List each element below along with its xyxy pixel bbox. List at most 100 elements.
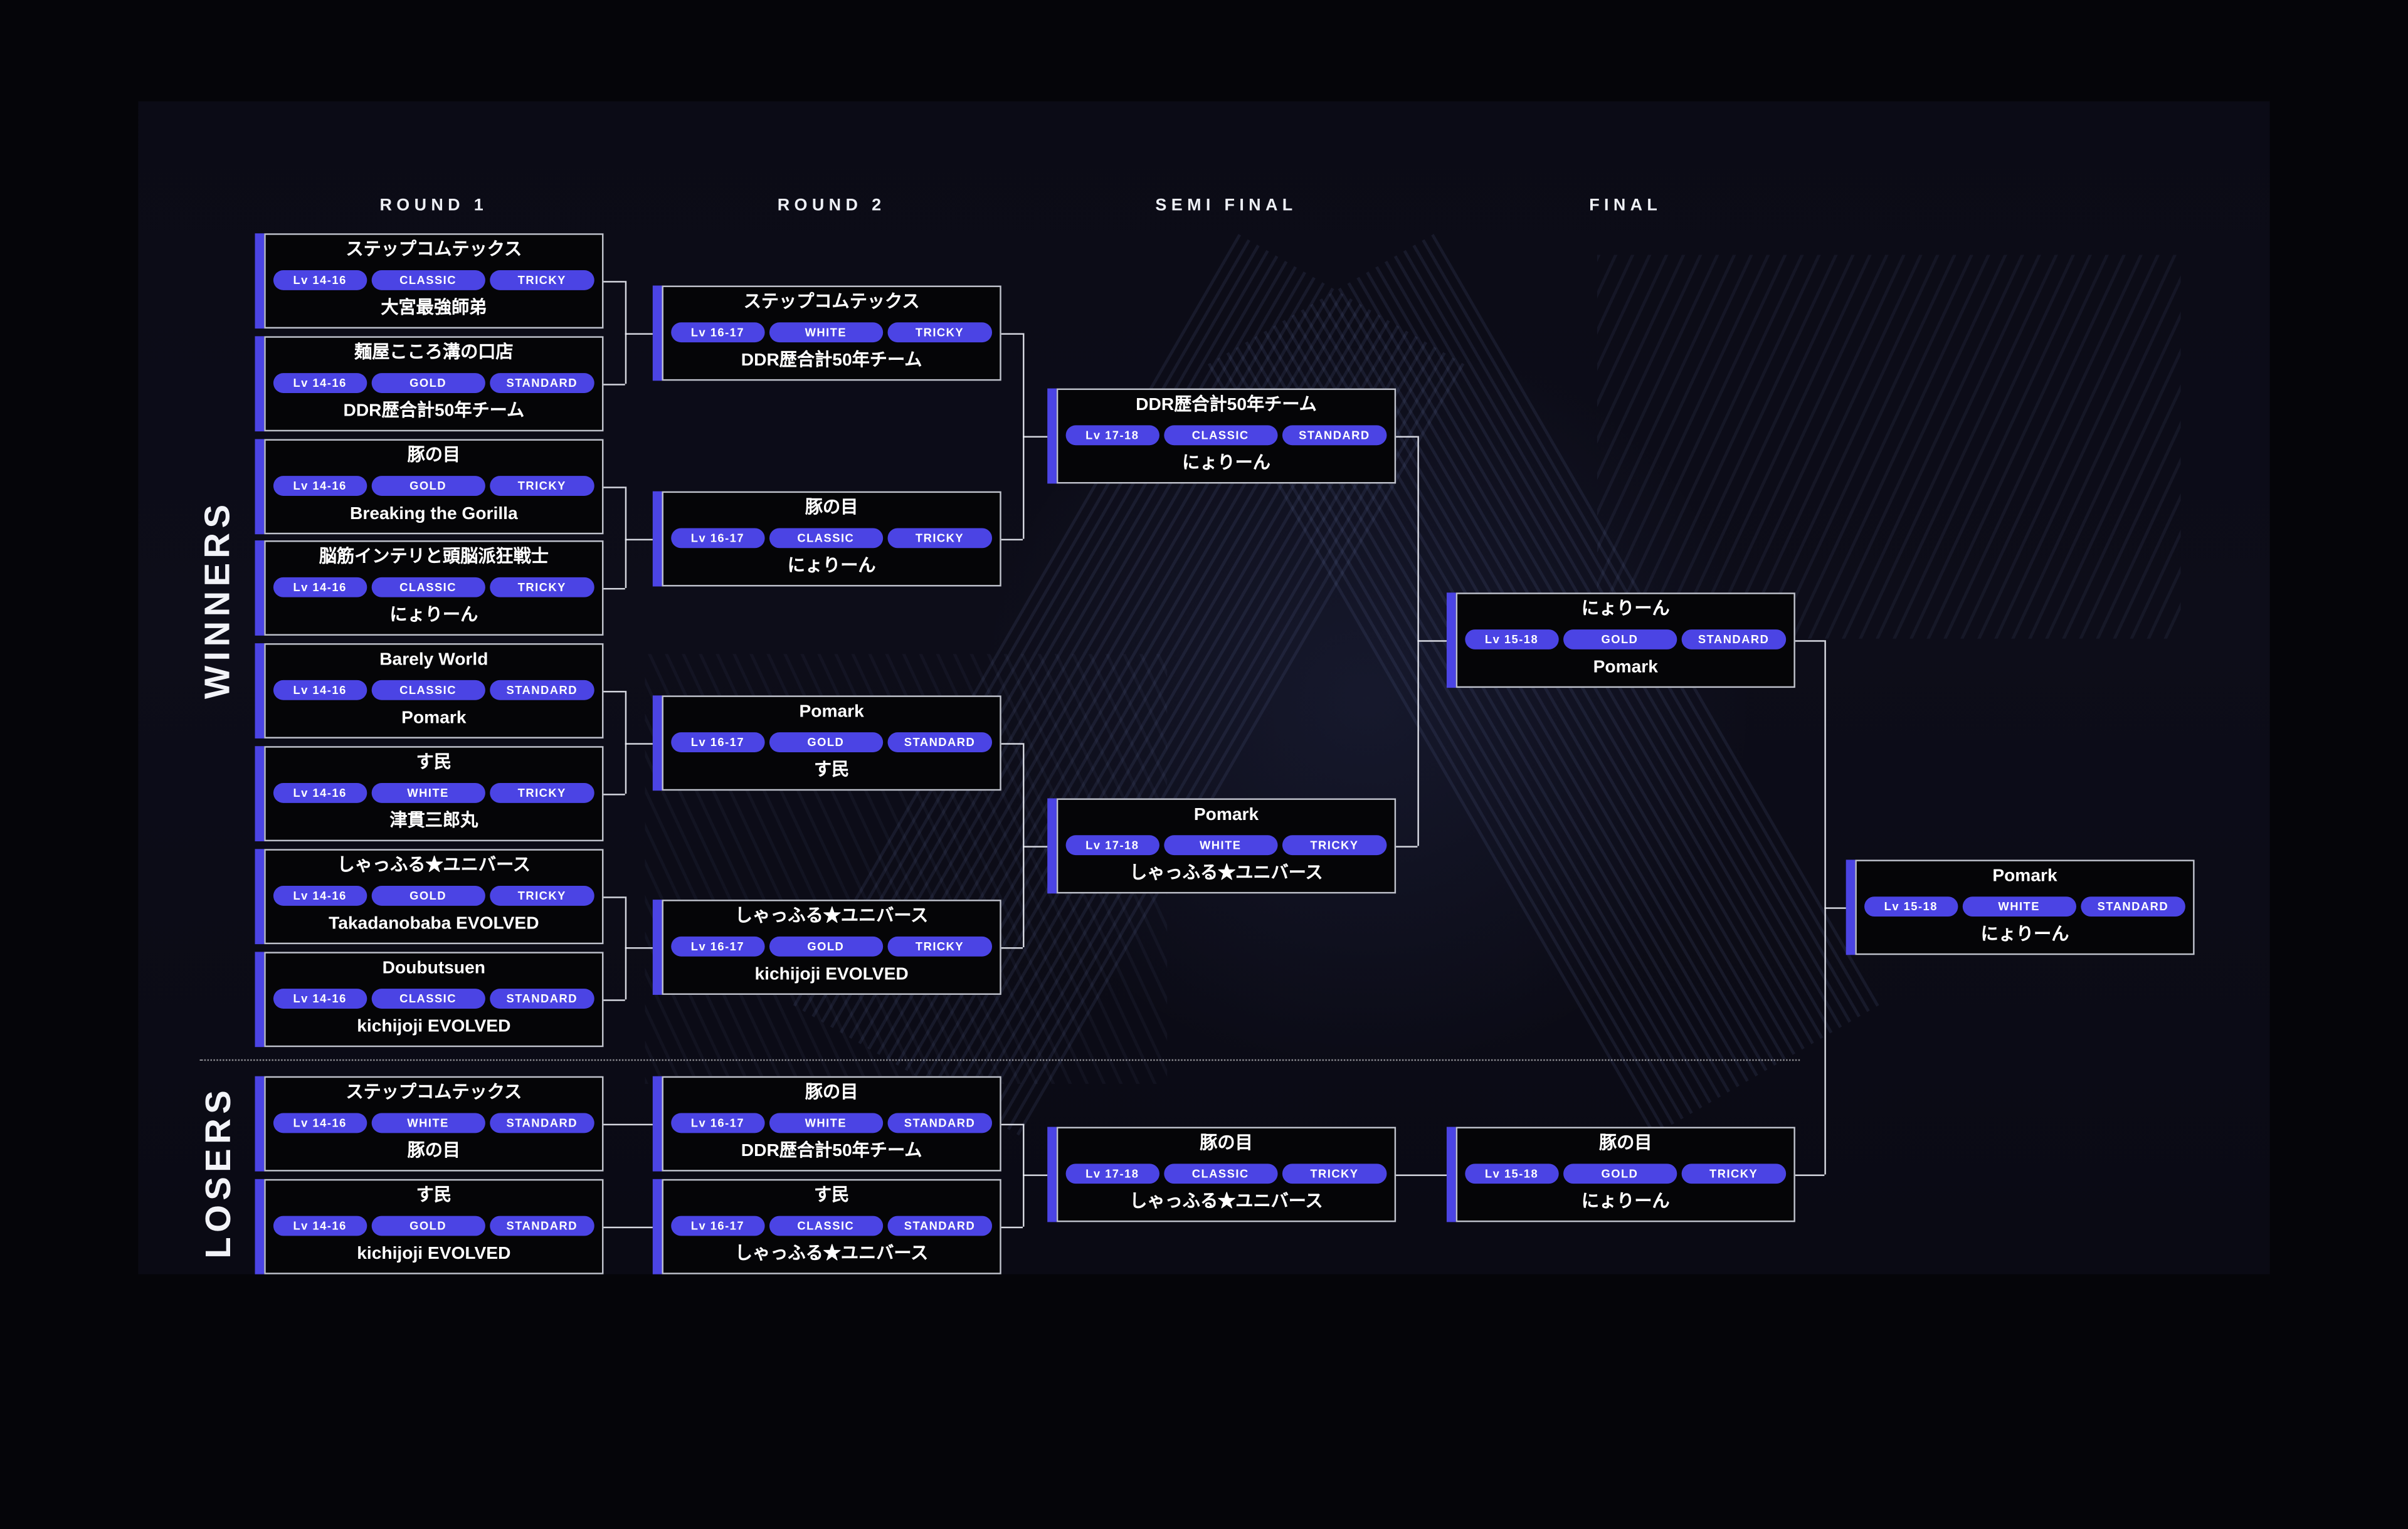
team-name-top: Doubutsuen	[382, 959, 485, 979]
team-name-top: 豚の目	[407, 446, 461, 466]
match-accent-bar	[652, 1179, 662, 1274]
bracket-connector	[625, 281, 627, 384]
bracket-connector	[603, 794, 625, 796]
match-accent-bar	[255, 233, 265, 329]
chart-version-badge: WHITE	[371, 1113, 485, 1133]
difficulty-badge: STANDARD	[887, 732, 993, 753]
match-accent-bar	[255, 1076, 265, 1172]
level-badge: Lv 17-18	[1065, 1164, 1159, 1184]
team-name-bottom: kichijoji EVOLVED	[357, 1245, 511, 1264]
match-accent-bar	[255, 643, 265, 738]
difficulty-badge: TRICKY	[489, 476, 594, 497]
match-accent-bar	[255, 1179, 265, 1274]
team-name-top: ステップコムテックス	[346, 1083, 522, 1103]
chart-version-badge: WHITE	[1163, 835, 1278, 856]
chart-version-badge: CLASSIC	[1163, 1164, 1278, 1184]
team-name-bottom: kichijoji EVOLVED	[754, 965, 909, 984]
bracket-connector	[1795, 1174, 1825, 1176]
bracket-connector	[603, 486, 625, 488]
bracket-connector	[1396, 1174, 1447, 1176]
bracket-connector	[1001, 947, 1023, 949]
chart-version-badge: CLASSIC	[371, 270, 485, 290]
losers-label-text: LOSERS	[197, 1085, 238, 1258]
chart-version-badge: WHITE	[768, 322, 883, 343]
match-accent-bar	[255, 849, 265, 945]
team-name-top: 脳筋インテリと頭脳派狂戦士	[319, 548, 549, 567]
level-badge: Lv 16-17	[671, 1216, 764, 1236]
level-badge: Lv 17-18	[1065, 425, 1159, 446]
team-name-bottom: Breaking the Gorilla	[350, 505, 518, 524]
match-accent-bar	[255, 439, 265, 535]
difficulty-badge: STANDARD	[1681, 629, 1787, 649]
team-name-top: 麺屋こころ溝の口店	[354, 344, 514, 362]
chart-version-badge: GOLD	[1563, 629, 1677, 649]
chart-version-badge: WHITE	[768, 1113, 883, 1133]
level-badge: Lv 15-18	[1465, 1164, 1558, 1184]
match-accent-bar	[1047, 388, 1057, 484]
bracket-connector	[1023, 436, 1048, 438]
bracket-connector	[603, 691, 625, 693]
difficulty-badge: TRICKY	[489, 577, 594, 597]
team-name-top: 豚の目	[1599, 1134, 1652, 1153]
difficulty-badge: TRICKY	[489, 886, 594, 906]
match-accent-bar	[652, 1076, 662, 1172]
bracket-connector	[1023, 333, 1025, 539]
bracket-connector	[1396, 846, 1418, 848]
bracket-connector	[625, 486, 627, 588]
winners-label-text: WINNERS	[197, 499, 238, 698]
column-header-final: FINAL	[1589, 196, 1662, 215]
match-accent-bar	[1446, 1127, 1456, 1222]
level-badge: Lv 14-16	[273, 886, 367, 906]
team-name-bottom: しゃっふる★ユニバース	[1129, 864, 1323, 883]
bracket-connector	[1001, 333, 1023, 335]
bracket-connector	[1001, 539, 1023, 541]
bracket-connector	[1396, 436, 1418, 438]
level-badge: Lv 14-16	[273, 270, 367, 290]
team-name-top: Barely World	[379, 651, 488, 670]
level-badge: Lv 17-18	[1065, 835, 1159, 856]
team-name-bottom: DDR歴合計50年チーム	[741, 1142, 922, 1161]
column-header-round2: ROUND 2	[777, 196, 886, 215]
team-name-top: ステップコムテックス	[346, 241, 522, 260]
team-name-bottom: にょりーん	[1581, 1192, 1670, 1212]
match-accent-bar	[652, 285, 662, 381]
team-name-top: にょりーん	[1581, 600, 1670, 619]
chart-version-badge: GOLD	[371, 886, 485, 906]
match-accent-bar	[255, 540, 265, 636]
level-badge: Lv 14-16	[273, 476, 367, 497]
column-header-round1: ROUND 1	[379, 196, 488, 215]
